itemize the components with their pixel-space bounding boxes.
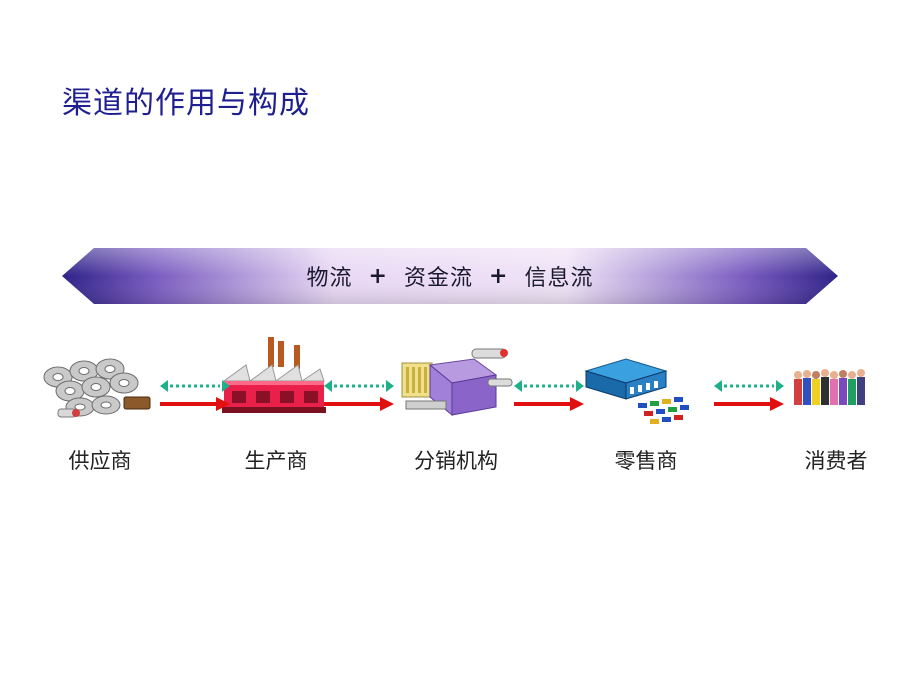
link-distribution-retailer bbox=[514, 376, 584, 416]
flow-banner: 物流 + 资金流 + 信息流 bbox=[62, 248, 838, 304]
people-icon bbox=[794, 369, 865, 405]
double-arrow-icon bbox=[324, 380, 394, 411]
banner-plus-1: + bbox=[368, 263, 388, 289]
node-manufacturer bbox=[216, 335, 336, 425]
banner-plus-2: + bbox=[489, 263, 509, 289]
node-supplier bbox=[40, 335, 160, 425]
link-retailer-consumer bbox=[714, 376, 784, 416]
page-title: 渠道的作用与构成 bbox=[62, 86, 310, 121]
label-retailer: 零售商 bbox=[614, 449, 678, 473]
banner-flow-logistics: 物流 bbox=[306, 266, 353, 291]
label-consumer: 消费者 bbox=[804, 449, 868, 473]
link-supplier-manufacturer bbox=[160, 376, 230, 416]
double-arrow-icon bbox=[714, 380, 784, 411]
label-manufacturer: 生产商 bbox=[244, 449, 308, 473]
double-arrow-icon bbox=[514, 380, 584, 411]
warehouse-icon bbox=[401, 348, 513, 417]
supplier-rolls-icon bbox=[43, 358, 151, 418]
factory-icon bbox=[222, 337, 326, 413]
label-distribution: 分销机构 bbox=[414, 449, 498, 473]
banner-flow-information: 信息流 bbox=[524, 266, 594, 291]
node-retailer bbox=[580, 335, 700, 425]
label-supplier: 供应商 bbox=[68, 449, 132, 473]
banner-arrow-shape bbox=[62, 248, 838, 304]
banner-flow-capital: 资金流 bbox=[403, 266, 473, 291]
link-manufacturer-distribution bbox=[324, 376, 394, 416]
store-icon bbox=[584, 358, 689, 424]
node-distribution bbox=[396, 335, 516, 425]
double-arrow-icon bbox=[160, 380, 230, 411]
node-consumer bbox=[776, 335, 896, 425]
